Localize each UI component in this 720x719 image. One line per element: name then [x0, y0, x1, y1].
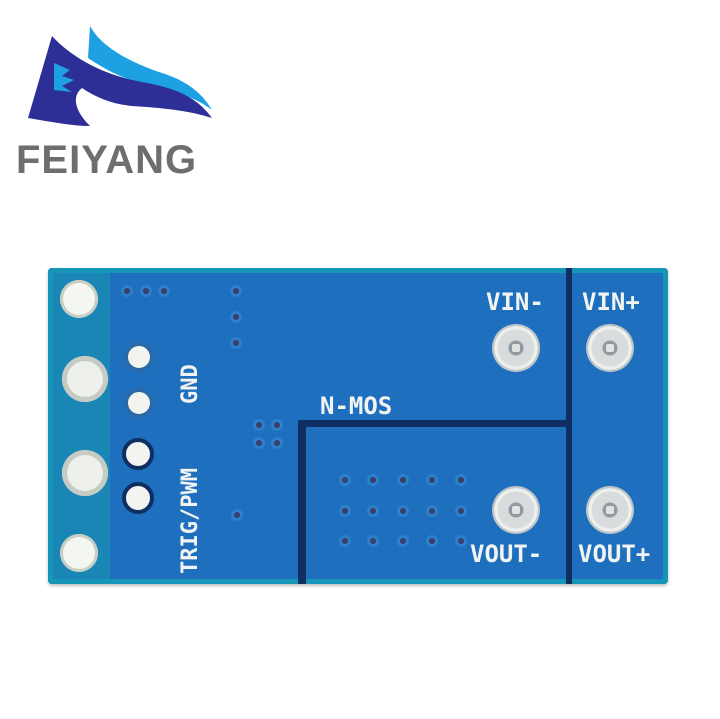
trig-pwm-label: TRIG/PWM: [178, 468, 203, 574]
n-mos-label: N-MOS: [320, 392, 393, 420]
via: [143, 288, 149, 294]
vin-minus-label: VIN-: [486, 288, 544, 316]
via: [233, 340, 239, 346]
via: [233, 314, 239, 320]
board-left-strip: [48, 268, 110, 584]
flag-logo-icon: [28, 26, 212, 126]
via: [124, 288, 130, 294]
via: [274, 440, 280, 446]
vout-minus-label: VOUT-: [470, 540, 543, 568]
mounting-hole-top: [60, 280, 98, 318]
header-pad-1: [124, 342, 154, 372]
header-pad-4: [122, 482, 154, 514]
isolation-trace-vertical-left: [298, 420, 306, 584]
mounting-hole-mid-1: [62, 356, 108, 402]
mosfet-pcb-board: GND TRIG/PWM N-MOS VIN- VIN+ VOUT-: [48, 268, 668, 584]
vin-plus-label: VIN+: [582, 288, 640, 316]
gnd-label: GND: [178, 364, 203, 404]
vout-plus-terminal: [588, 488, 632, 532]
feiyang-logo: [12, 18, 232, 188]
via: [234, 512, 240, 518]
via: [274, 422, 280, 428]
vin-plus-terminal: [588, 326, 632, 370]
mounting-hole-bottom: [60, 534, 98, 572]
header-pad-3: [122, 438, 154, 470]
via: [233, 288, 239, 294]
via: [161, 288, 167, 294]
isolation-trace-horizontal: [298, 420, 568, 427]
vout-minus-terminal: [494, 488, 538, 532]
vout-plus-label: VOUT+: [578, 540, 651, 568]
brand-name: FEIYANG: [16, 138, 198, 182]
mounting-hole-mid-2: [62, 450, 108, 496]
isolation-trace-vertical-right: [566, 268, 572, 584]
via: [256, 440, 262, 446]
vin-minus-terminal: [494, 326, 538, 370]
header-pad-2: [124, 388, 154, 418]
board-edge: [48, 268, 668, 584]
via: [256, 422, 262, 428]
